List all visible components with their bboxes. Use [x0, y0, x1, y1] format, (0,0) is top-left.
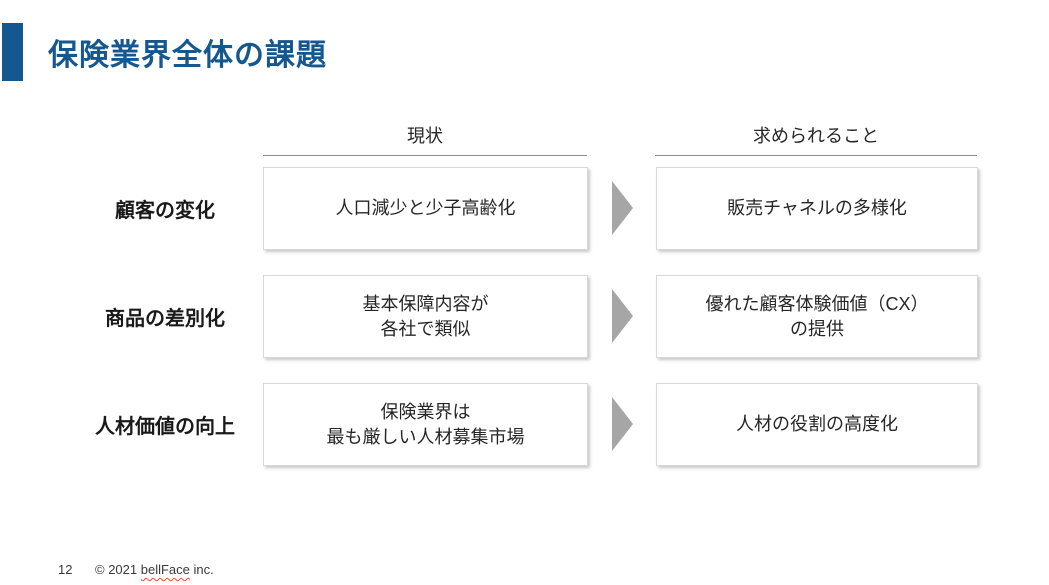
arrow-right-icon	[612, 289, 633, 343]
row-label-talent-value: 人材価値の向上	[95, 416, 235, 438]
arrow-right-shape	[612, 181, 633, 235]
copyright-text: © 2021 bellFace inc.	[95, 562, 214, 577]
box-required-row3: 人材の役割の高度化	[656, 383, 978, 466]
arrow-right-shape	[612, 397, 633, 451]
row-label-product-differentiation: 商品の差別化	[105, 308, 225, 330]
company-name: bellFace	[140, 562, 190, 577]
arrow-right-icon	[612, 397, 633, 451]
column-header-required: 求められること	[753, 126, 879, 146]
box-current-row1: 人口減少と少子高齢化	[263, 167, 588, 250]
copyright-year: © 2021	[95, 562, 138, 577]
box-required-row1: 販売チャネルの多様化	[656, 167, 978, 250]
company-suffix: inc.	[193, 562, 214, 577]
column-underline-current	[263, 155, 587, 156]
box-required-row2: 優れた顧客体験価値（CX） の提供	[656, 275, 978, 358]
page-number: 12	[58, 562, 73, 577]
box-current-row2: 基本保障内容が 各社で類似	[263, 275, 588, 358]
box-current-row3: 保険業界は 最も厳しい人材募集市場	[263, 383, 588, 466]
arrow-right-shape	[612, 289, 633, 343]
title-accent-bar	[2, 23, 23, 81]
arrow-right-icon	[612, 181, 633, 235]
page-title: 保険業界全体の課題	[48, 39, 327, 72]
column-header-current: 現状	[407, 126, 443, 146]
column-underline-required	[655, 155, 977, 156]
row-label-customer-change: 顧客の変化	[115, 200, 215, 222]
